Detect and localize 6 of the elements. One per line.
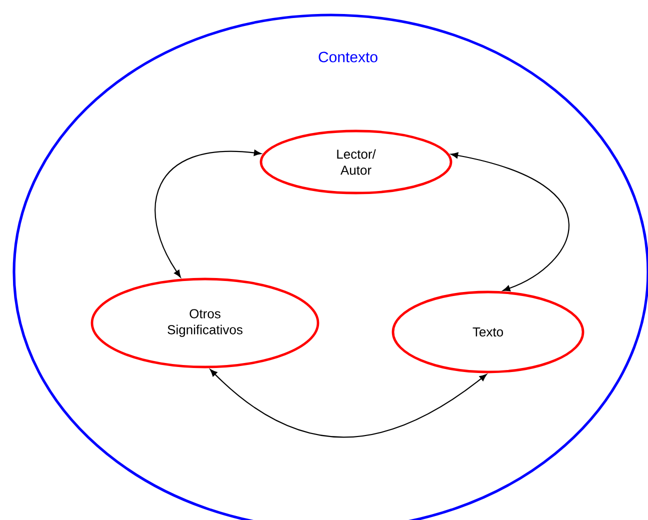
arrow <box>154 150 262 278</box>
ellipse-node: Texto <box>392 290 584 374</box>
ellipse-node: Otros Significativos <box>90 278 320 368</box>
arrow <box>210 369 487 438</box>
ellipse-node: Lector/ Autor <box>260 130 452 194</box>
arrow <box>450 152 570 292</box>
